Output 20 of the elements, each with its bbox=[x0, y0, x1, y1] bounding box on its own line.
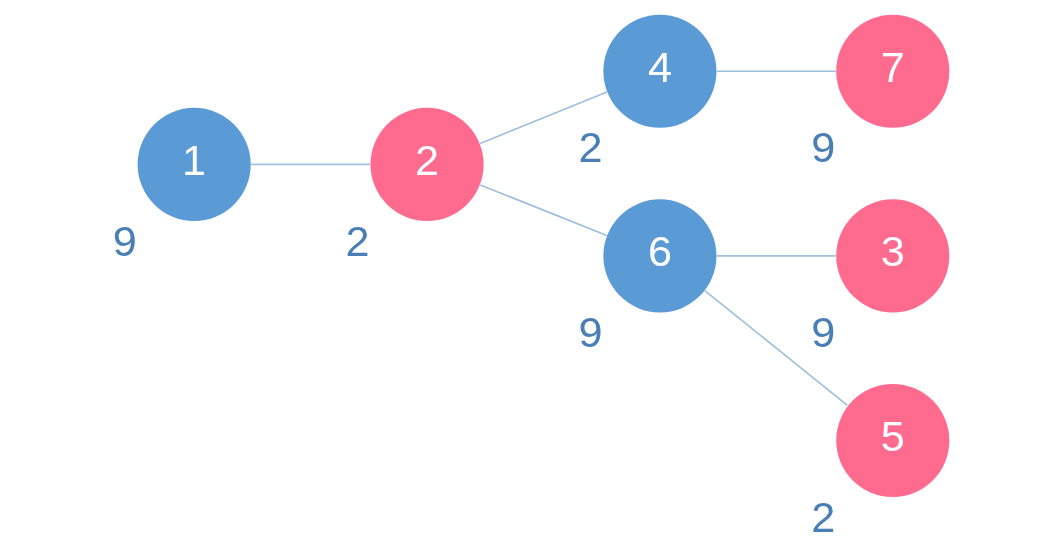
node-label: 9 bbox=[112, 216, 137, 265]
connector bbox=[715, 255, 837, 257]
node-circle: 3 bbox=[835, 199, 949, 313]
connector bbox=[478, 91, 608, 145]
connector bbox=[478, 184, 608, 237]
node-circle: 2 bbox=[370, 107, 484, 221]
node-circle: 4 bbox=[602, 14, 716, 128]
node-label: 2 bbox=[577, 123, 602, 172]
node-label: 9 bbox=[810, 308, 835, 357]
node-circle: 1 bbox=[137, 107, 251, 221]
node-label: 2 bbox=[810, 492, 835, 541]
connector bbox=[715, 70, 837, 73]
node-label: 9 bbox=[577, 308, 602, 357]
node-circle: 7 bbox=[835, 14, 949, 128]
connector bbox=[703, 289, 848, 407]
node-label: 2 bbox=[345, 216, 370, 265]
connector bbox=[249, 163, 371, 166]
node-circle: 6 bbox=[602, 199, 716, 313]
node-label: 9 bbox=[810, 123, 835, 172]
node-circle: 5 bbox=[835, 383, 949, 498]
